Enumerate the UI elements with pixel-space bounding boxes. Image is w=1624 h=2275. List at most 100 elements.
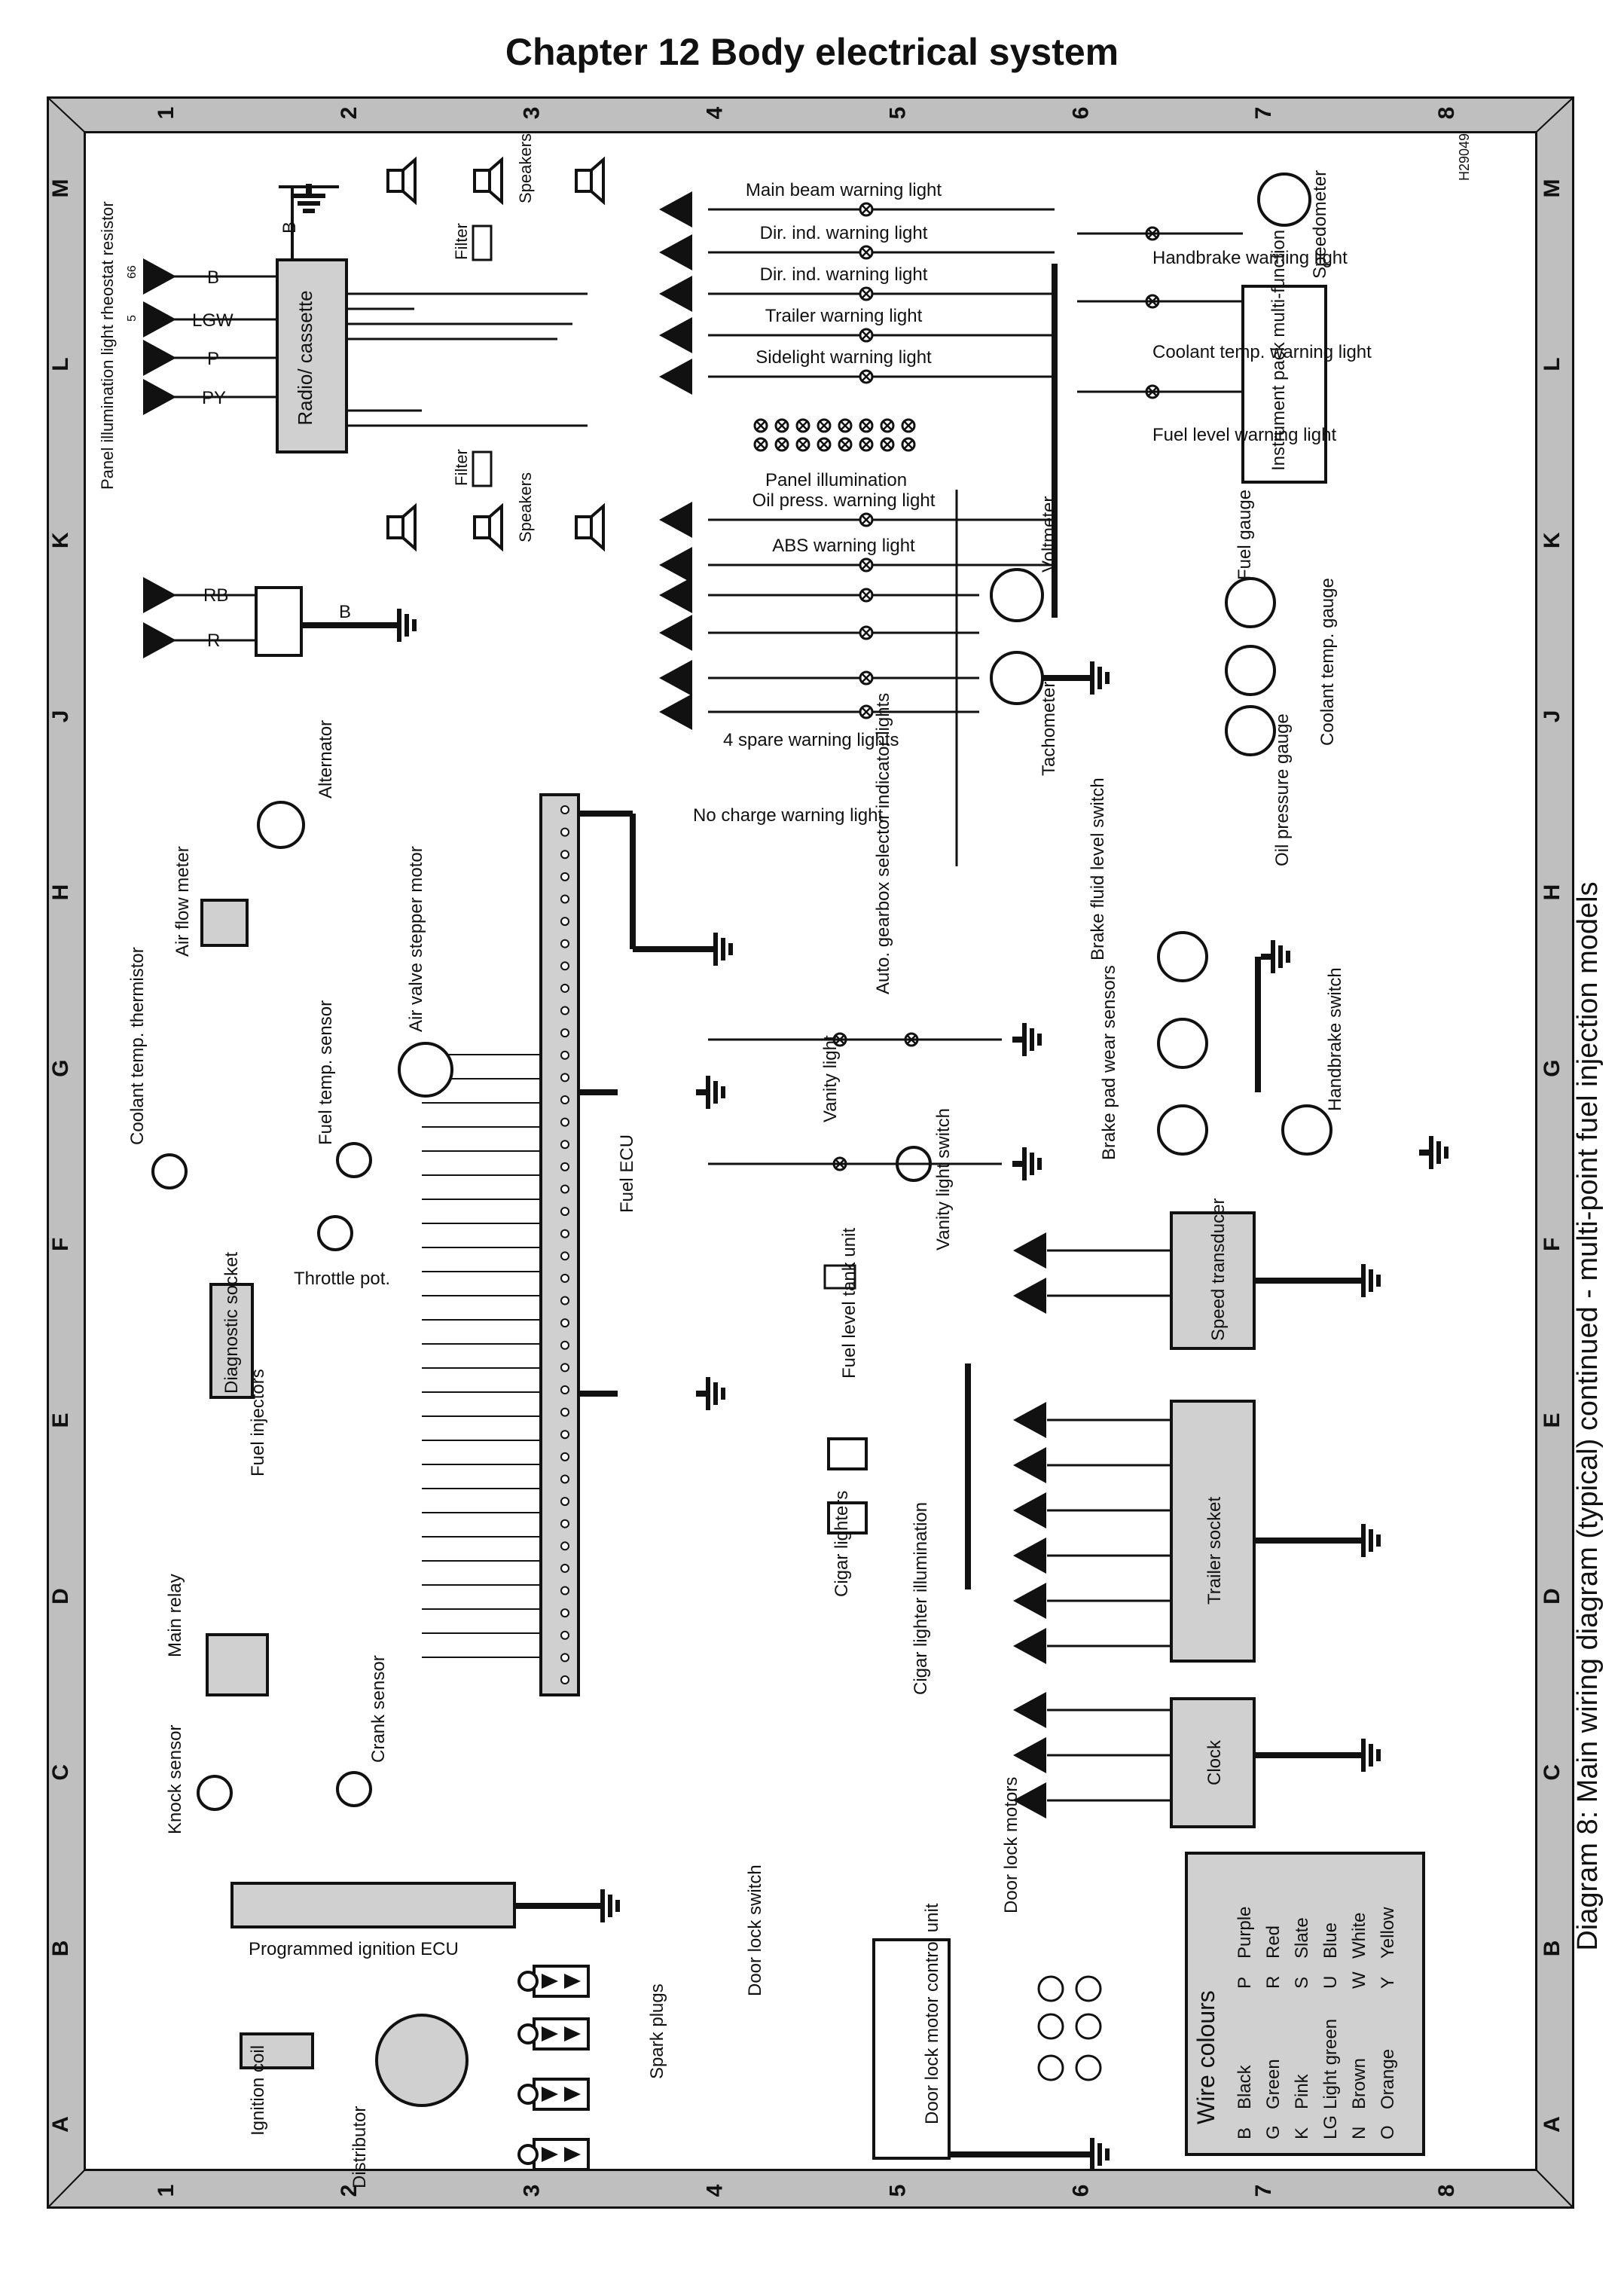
warning-light-label: Dir. ind. warning light [760, 264, 928, 285]
fuel-ecu-box [539, 793, 580, 1696]
border-row-label: A [48, 2116, 73, 2133]
wire-colour-name: Red [1263, 1925, 1284, 1959]
wire-colour-name: Pink [1292, 2073, 1312, 2109]
border-row-label: L [1540, 357, 1564, 371]
svg-text:Knock sensor: Knock sensor [165, 1725, 185, 1834]
border-column-label: 7 [1251, 107, 1276, 120]
svg-text:5: 5 [126, 315, 139, 322]
svg-text:Speedometer: Speedometer [1310, 170, 1330, 279]
ecu-pin [560, 1630, 569, 1640]
svg-text:Spark plugs: Spark plugs [647, 1983, 667, 2079]
svg-text:Speakers: Speakers [516, 133, 535, 203]
ecu-pin [560, 1229, 569, 1238]
svg-text:Filter: Filter [452, 223, 471, 260]
svg-text:Crank sensor: Crank sensor [368, 1655, 389, 1763]
svg-text:Coolant temp. thermistor: Coolant temp. thermistor [127, 947, 148, 1145]
border-row-label: L [48, 357, 73, 371]
wire-colour-name: Purple [1235, 1907, 1255, 1959]
fuel-ecu-section: Fuel ECU Air flow meter Air valve steppe… [127, 720, 731, 2188]
svg-text:Ignition coil: Ignition coil [248, 2045, 268, 2136]
instrument-pack: Instrument pack multi-function unit Spee… [1077, 170, 1372, 866]
wire-colour-code: LG [1320, 2115, 1341, 2139]
warning-light-label: Trailer warning light [765, 306, 923, 326]
svg-text:Vanity light: Vanity light [820, 1035, 841, 1122]
chapter-title: Chapter 12 Body electrical system [505, 31, 1119, 73]
border-column-label: 1 [154, 107, 179, 120]
border-column-label: 5 [885, 107, 910, 120]
svg-text:Fuel temp. sensor: Fuel temp. sensor [316, 1000, 336, 1145]
speedometer-gauge [1257, 173, 1311, 227]
border-row-label: D [1540, 1588, 1564, 1605]
svg-text:Handbrake switch: Handbrake switch [1325, 967, 1345, 1111]
ecu-pin [560, 1251, 569, 1261]
svg-text:Filter: Filter [452, 449, 471, 486]
svg-text:Cigar lighters: Cigar lighters [832, 1491, 852, 1597]
wire-colour-code: O [1378, 2125, 1398, 2139]
ecu-pin [560, 1563, 569, 1573]
wire-colour-code: Y [1378, 1977, 1398, 1989]
wire-colour-name: Light green [1320, 2019, 1341, 2109]
svg-text:Door lock motor control unit: Door lock motor control unit [922, 1903, 942, 2124]
wire-colour-code: U [1320, 1976, 1341, 1989]
radio-label: Radio/ cassette [294, 290, 316, 425]
ecu-pin [560, 872, 569, 881]
ecu-pin [560, 1006, 569, 1015]
reference-code: H29049 [1457, 133, 1472, 181]
ecu-pin [560, 917, 569, 927]
border-row-label: M [48, 179, 73, 198]
coolant-gauge [1225, 645, 1276, 696]
voltmeter-gauge [990, 568, 1044, 622]
ecu-pin [560, 1318, 569, 1328]
ecu-pin [560, 827, 569, 837]
border-row-label: H [48, 884, 73, 901]
wire-colour-name: Black [1235, 2064, 1255, 2109]
svg-text:Oil pressure gauge: Oil pressure gauge [1272, 713, 1293, 866]
svg-text:No charge warning light: No charge warning light [693, 805, 883, 826]
wire-colour-code: S [1292, 1977, 1312, 1989]
svg-text:Coolant temp. gauge: Coolant temp. gauge [1317, 578, 1338, 746]
ecu-pin [560, 983, 569, 993]
wire-colours-title: Wire colours [1192, 1990, 1220, 2124]
svg-text:Fuel gauge: Fuel gauge [1235, 490, 1255, 580]
ecu-pin [560, 1385, 569, 1394]
svg-text:R: R [207, 631, 220, 651]
ecu-pin [560, 1162, 569, 1171]
svg-text:LGW: LGW [192, 310, 234, 331]
ecu-pin [560, 1207, 569, 1217]
ecu-pin [560, 1586, 569, 1596]
tachometer-gauge [990, 651, 1044, 705]
svg-text:Programmed ignition ECU: Programmed ignition ECU [249, 1939, 459, 1959]
ecu-pin [560, 1675, 569, 1684]
ecu-pin [560, 1117, 569, 1127]
ecu-pin [560, 1296, 569, 1305]
ecu-pin [560, 1140, 569, 1150]
wire-colour-name: Yellow [1378, 1907, 1398, 1959]
warning-light-label: Main beam warning light [746, 180, 942, 200]
border-row-label: H [1540, 884, 1564, 901]
border-column-label: 2 [337, 2185, 362, 2197]
ecu-pin [560, 1050, 569, 1060]
ecu-pin [560, 1407, 569, 1417]
ecu-pin [560, 894, 569, 904]
svg-text:Door lock switch: Door lock switch [745, 1864, 765, 1996]
fuel-gauge [1225, 577, 1276, 628]
ecu-pin [560, 961, 569, 971]
ecu-pin [560, 1363, 569, 1373]
svg-text:B: B [279, 221, 300, 234]
ecu-pin [560, 1474, 569, 1484]
ecu-pin [560, 1184, 569, 1194]
border-column-label: 4 [703, 2184, 728, 2197]
svg-text:Clock: Clock [1204, 1739, 1225, 1785]
ecu-pin [560, 1452, 569, 1461]
ecu-pin [560, 805, 569, 814]
border-row-label: M [1540, 179, 1564, 198]
svg-text:P: P [207, 349, 219, 369]
wire-colour-name: Blue [1320, 1922, 1341, 1959]
svg-text:Cigar lighter illumination: Cigar lighter illumination [911, 1502, 931, 1695]
border-column-label: 3 [520, 2185, 545, 2197]
ecu-pin [560, 1653, 569, 1663]
svg-text:Speed transducer: Speed transducer [1208, 1199, 1229, 1341]
